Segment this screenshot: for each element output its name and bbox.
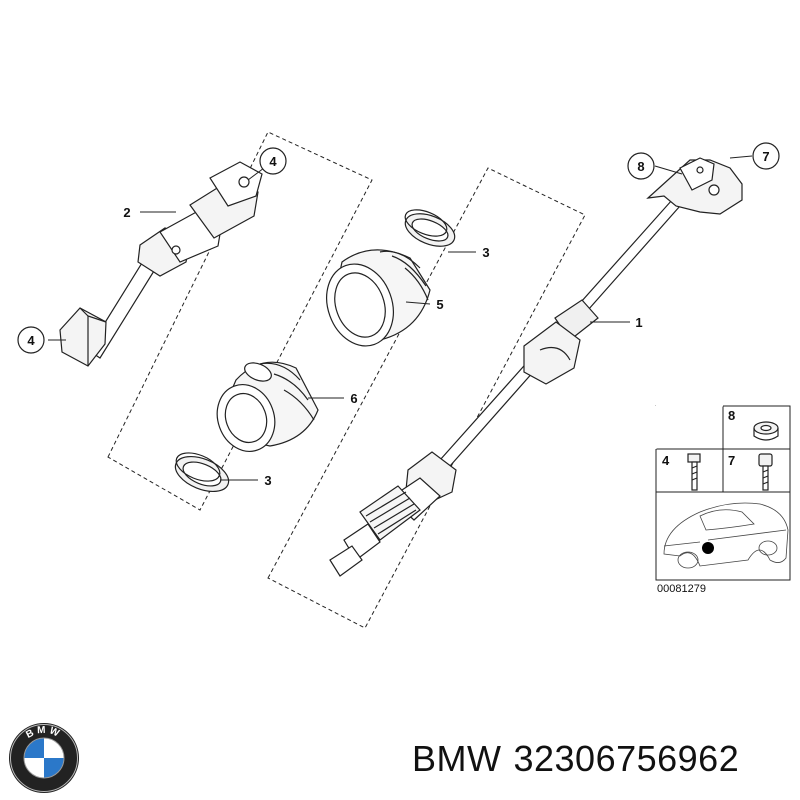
logo-text: BMW xyxy=(24,725,60,741)
callout-7: 7 xyxy=(762,149,769,164)
car-icon xyxy=(663,502,789,569)
callout-6: 6 xyxy=(350,391,357,406)
callout-circles xyxy=(17,142,780,354)
seal-ring-upper xyxy=(404,209,456,247)
bellows-boot-lower xyxy=(216,361,319,452)
callout-3-lower: 3 xyxy=(264,473,271,488)
part-number: 32306756962 xyxy=(513,738,740,779)
callout-1: 1 xyxy=(635,315,642,330)
steering-shaft xyxy=(329,157,743,577)
bmw-logo: BMW xyxy=(9,723,79,793)
callout-8: 8 xyxy=(637,159,644,174)
svg-text:BMW: BMW xyxy=(24,725,63,741)
callout-5: 5 xyxy=(436,297,443,312)
callout-4-lower: 4 xyxy=(27,333,35,348)
leader-lines xyxy=(48,155,753,481)
location-marker xyxy=(702,542,714,554)
diagram-code: 00081279 xyxy=(657,583,706,595)
callout-2: 2 xyxy=(123,205,130,220)
callout-labels: 4 2 4 3 5 6 3 1 8 7 xyxy=(27,149,769,488)
nut-icon xyxy=(753,421,779,441)
legend-label-8: 8 xyxy=(728,408,735,423)
bellows-boot-upper xyxy=(326,249,431,347)
legend-label-7: 7 xyxy=(728,453,735,468)
legend-label-4: 4 xyxy=(662,453,670,468)
bolt-icon-4 xyxy=(687,453,701,491)
part-caption: BMW 32306756962 xyxy=(412,738,739,780)
universal-joint-shaft xyxy=(59,161,263,367)
callout-3-upper: 3 xyxy=(482,245,489,260)
brand-name: BMW xyxy=(412,738,502,779)
bolt-icon-7 xyxy=(758,453,773,491)
seal-ring-lower xyxy=(174,452,230,493)
callout-4-upper: 4 xyxy=(269,154,277,169)
